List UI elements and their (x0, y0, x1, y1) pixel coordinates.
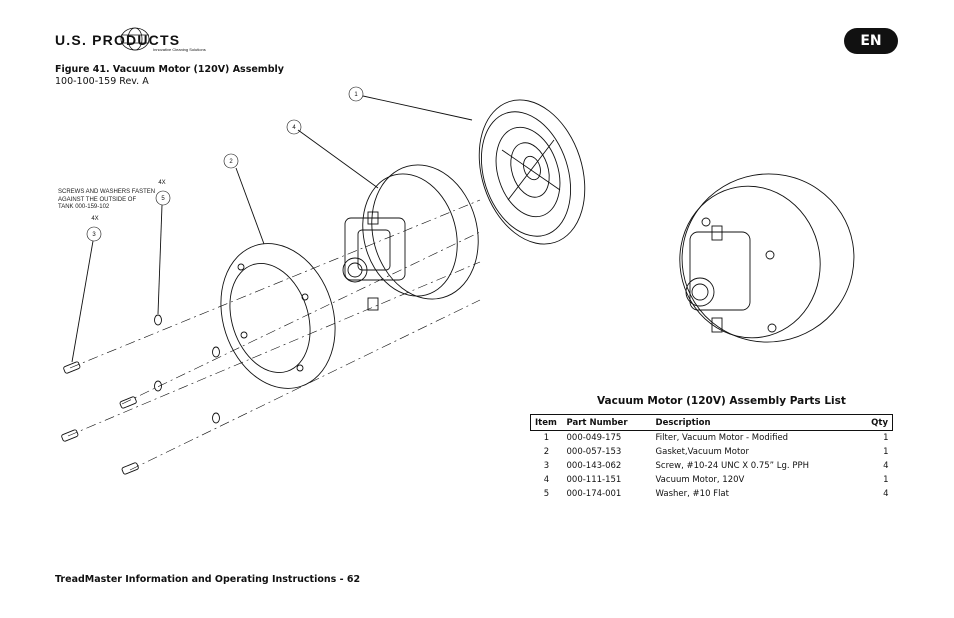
screw-part-3 (61, 361, 139, 475)
cell-description: Filter, Vacuum Motor - Modified (655, 433, 789, 443)
column-header-part-number: Part Number (562, 414, 652, 431)
vacuum-motor-part-4 (342, 164, 479, 311)
cell-description: Washer, #10 Flat (655, 489, 729, 499)
cell-description: Vacuum Motor, 120V (655, 475, 745, 485)
cell-part-number: 000-111-151 (566, 475, 622, 485)
figure-revision: 100-100-159 Rev. A (55, 76, 149, 87)
assembly-note: SCREWS AND WASHERS FASTEN AGAINST THE OU… (58, 189, 155, 212)
table-row: 3 000-143-062 Screw, #10-24 UNC X 0.75” … (531, 459, 893, 473)
callout-label-5: 5 (161, 196, 165, 202)
cell-qty: 4 (883, 489, 889, 499)
cell-item: 3 (543, 461, 550, 471)
qty-label-screws: 4X (91, 216, 98, 222)
cell-qty: 4 (883, 461, 889, 471)
callout-label-3: 3 (92, 232, 96, 238)
figure-title: Figure 41. Vacuum Motor (120V) Assembly (55, 64, 284, 75)
cell-description: Gasket,Vacuum Motor (655, 447, 749, 457)
callout-label-4: 4 (292, 125, 296, 131)
parts-list-table: Item Part Number Description Qty 1 000-0… (530, 414, 893, 501)
cell-part-number: 000-174-001 (566, 489, 622, 499)
language-badge: EN (844, 28, 898, 54)
page-footer: TreadMaster Information and Operating In… (55, 574, 361, 585)
callout-circles (86, 86, 364, 242)
company-logo: U.S. PRODUCTS Innovative Cleaning Soluti… (55, 26, 207, 54)
qty-label-washers: 4X (158, 180, 165, 186)
cell-part-number: 000-057-153 (566, 447, 622, 457)
cell-item: 4 (543, 475, 550, 485)
note-line: TANK 000-159-102 (58, 204, 110, 210)
assembled-motor-view (679, 173, 855, 343)
column-header-item: Item (530, 414, 563, 431)
cell-qty: 1 (883, 475, 889, 485)
cell-item: 2 (543, 447, 550, 457)
note-line: AGAINST THE OUTSIDE OF (58, 196, 137, 203)
cell-part-number: 000-049-175 (566, 433, 622, 443)
parts-list-title: Vacuum Motor (120V) Assembly Parts List (597, 395, 846, 407)
table-row: 4 000-111-151 Vacuum Motor, 120V 1 (531, 473, 893, 487)
gasket-part-2 (220, 243, 336, 389)
cell-description: Screw, #10-24 UNC X 0.75” Lg. PPH (655, 461, 809, 471)
table-row: 5 000-174-001 Washer, #10 Flat 4 (531, 487, 893, 501)
filter-cover-part-1 (478, 99, 586, 245)
callout-label-1: 1 (354, 92, 358, 98)
logo-tagline: Innovative Cleaning Solutions (153, 47, 206, 52)
cell-qty: 1 (883, 447, 889, 457)
logo-text: U.S. PRODUCTS (55, 32, 181, 48)
column-header-description: Description (651, 414, 860, 431)
table-header-row: Item Part Number Description Qty (530, 414, 893, 431)
table-row: 2 000-057-153 Gasket,Vacuum Motor 1 (531, 445, 893, 459)
table-row: 1 000-049-175 Filter, Vacuum Motor - Mod… (531, 431, 893, 446)
cell-qty: 1 (883, 433, 889, 443)
logo-globe-icon (120, 27, 150, 51)
cell-item: 1 (543, 433, 550, 443)
note-line: SCREWS AND WASHERS FASTEN (58, 189, 156, 195)
assembly-axis-lines (67, 199, 481, 471)
cell-item: 5 (543, 489, 550, 499)
cell-part-number: 000-143-062 (566, 461, 622, 471)
callout-label-2: 2 (229, 159, 233, 165)
washer-part-5 (154, 314, 220, 424)
column-header-qty: Qty (859, 414, 893, 431)
